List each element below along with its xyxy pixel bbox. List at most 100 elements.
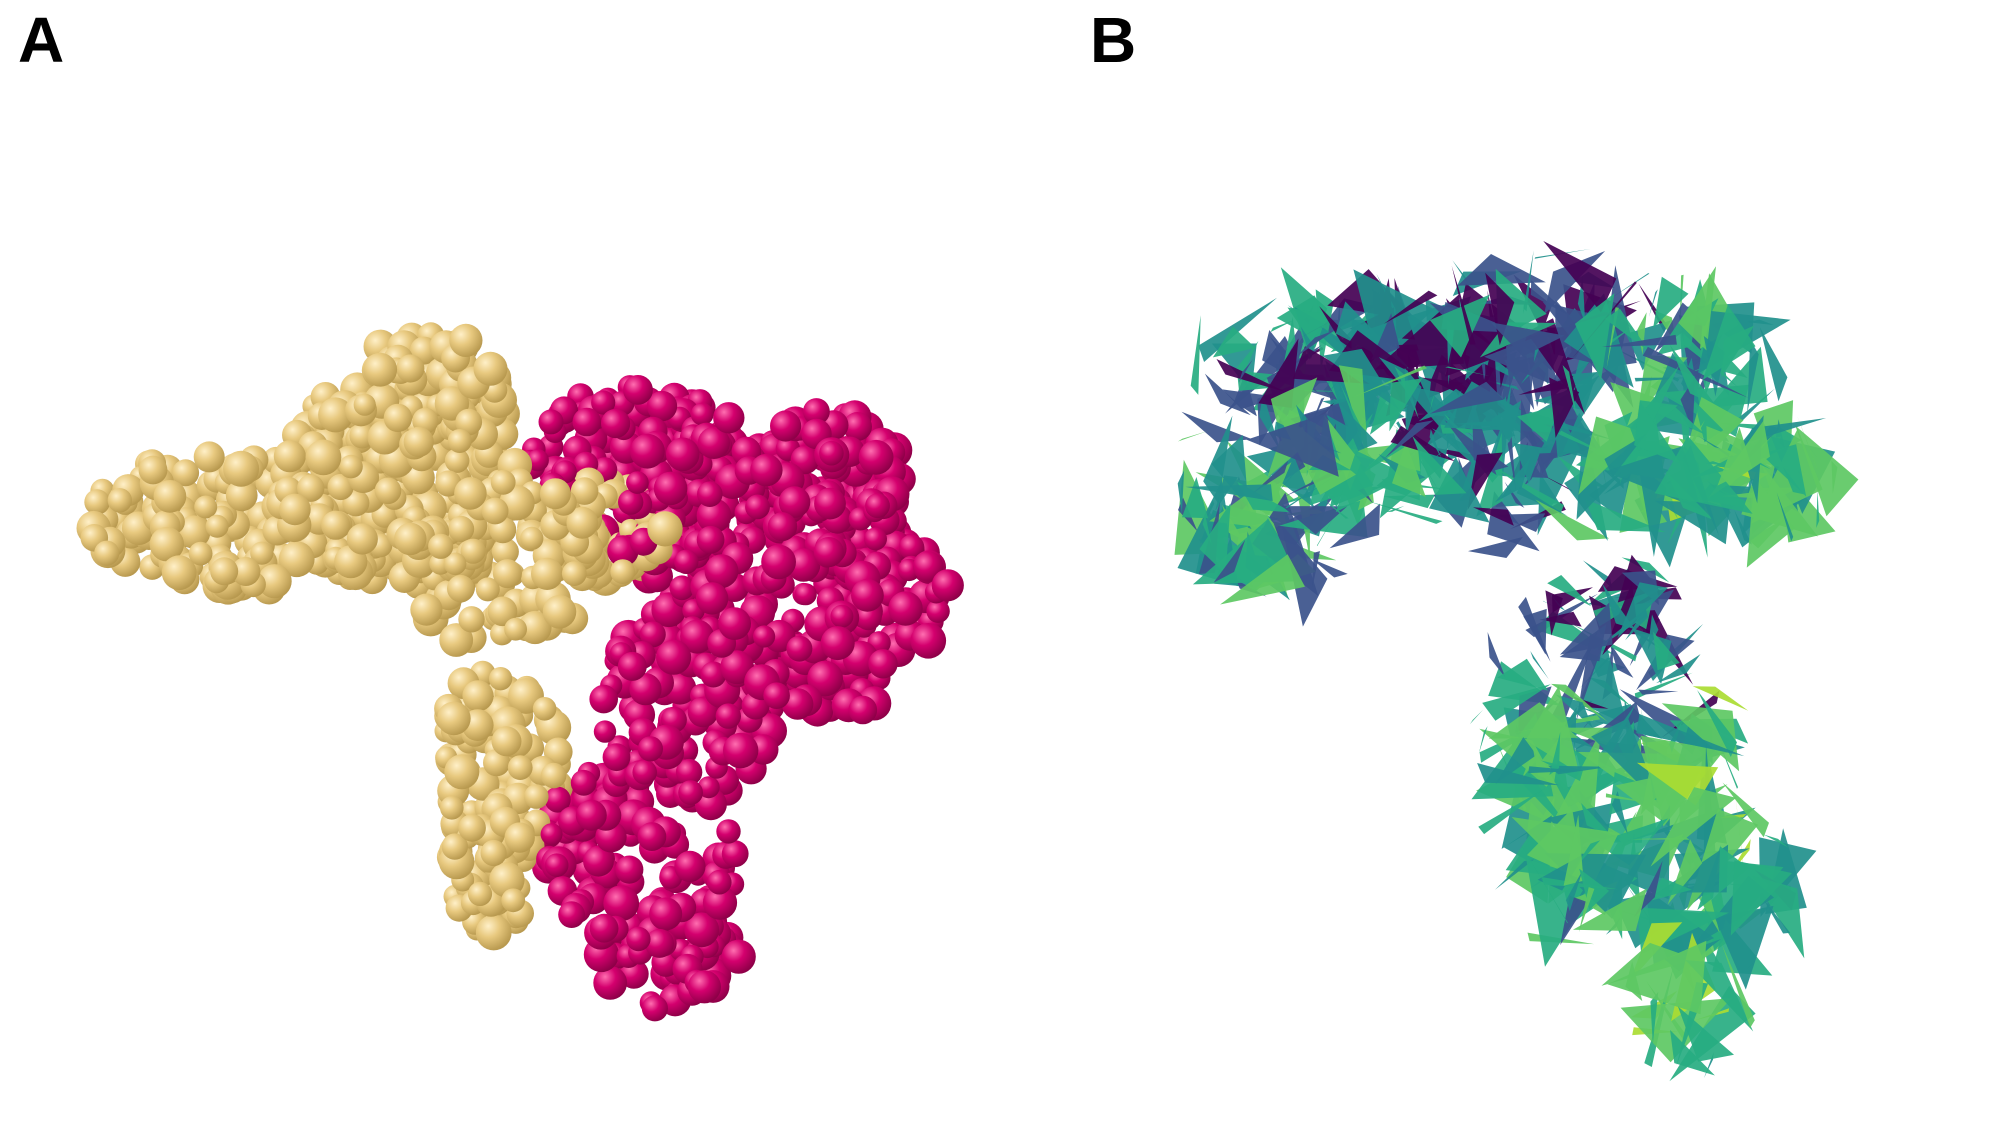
mesh-triangle [1549,732,1561,775]
mesh-triangle [1629,922,1683,982]
mesh-triangle [1535,499,1610,541]
mesh-triangle [1523,608,1547,655]
mesh-triangle [1617,582,1668,639]
mesh-triangle [1625,608,1649,641]
mesh-triangle [1445,366,1490,376]
mesh-triangle [1685,960,1754,1032]
chain-1-atom [339,454,363,479]
chain-2-atom [656,639,692,675]
mesh-triangle [1730,860,1792,936]
chain-1-atom [443,552,467,576]
chain-1-atom [610,559,636,584]
chain-2-atom [718,607,751,640]
chain-2-atom [623,375,653,405]
mesh-triangle [1429,294,1490,358]
mesh-triangle [1677,1006,1734,1062]
chain-2-atom [558,901,585,928]
chain-2-atom [697,481,723,508]
chain-2-atom [913,551,944,582]
mesh-triangle [1547,575,1592,607]
mesh-triangle [1795,425,1859,517]
chain-1-atom [403,426,434,457]
mesh-triangle [1311,558,1348,578]
mesh-triangle [1282,506,1348,535]
chain-1-atom [161,555,197,591]
mesh-triangle [1759,327,1788,402]
chain-2-atom [813,537,844,568]
chain-2-atom [540,823,563,846]
chain-1-atom [507,755,533,780]
chain-2-atom [687,970,722,1004]
mesh-triangle [1634,377,1693,382]
mesh-triangle [1650,991,1659,1045]
chain-1-atom [225,479,258,512]
mesh-triangle [1552,587,1593,613]
chain-2-atom [695,582,729,615]
mesh-triangle [1451,265,1476,345]
chain-1-atom [448,515,475,543]
chain-1-atom [491,726,522,757]
mesh-triangle [1203,415,1233,504]
chain-2-atom [761,544,796,580]
chain-1-atom [475,914,512,951]
chain-1-atom [489,862,525,898]
mesh-triangle [1601,942,1697,986]
chain-2-atom [750,453,783,487]
chain-1-atom [439,623,474,657]
chain-2-atom [820,626,855,661]
chain-2-atom [544,786,571,813]
chain-1-atom [480,839,507,867]
chain-2-atom [700,661,727,688]
chain-2-atom [830,604,854,628]
chain-2-atom [696,525,725,554]
mesh-triangle [1516,686,1552,786]
mesh-triangle [1562,365,1578,419]
chain-2-atom [665,437,700,472]
chain-1-atom [444,754,480,790]
mesh-triangle [1541,877,1619,890]
mesh-triangle [1507,436,1516,492]
chain-1-atom [177,515,211,549]
mesh-triangle [1634,672,1693,700]
mesh-triangle [1757,410,1760,412]
chain-2-atom [707,869,732,895]
chain-2-atom [704,554,739,588]
chain-2-atom [868,649,898,679]
mesh-triangle [1602,334,1677,347]
chain-2-atom [602,743,631,772]
mesh-triangle [1430,431,1469,462]
chain-1-atom [257,564,292,599]
chain-2-atom [570,769,597,796]
mesh-triangle [1321,497,1349,519]
mesh-triangle [1721,943,1755,1028]
chain-1-atom [396,354,425,383]
chain-2-atom [538,409,564,435]
chain-2-atom [931,569,964,602]
chain-2-atom [601,408,631,439]
mesh-triangle [1604,308,1650,352]
mesh-triangle [1645,877,1692,903]
chain-2-atom [675,758,703,786]
chain-1-atom [279,493,311,526]
chain-2-atom [814,487,846,520]
panel-a-protein-spacefill [76,322,964,1022]
mesh-triangle [1182,477,1209,519]
chain-1-atom [532,697,557,721]
mesh-triangle [1482,684,1551,721]
chain-1-atom [194,495,218,519]
chain-1-atom [210,557,239,586]
chain-2-atom [593,720,617,743]
chain-2-atom [678,780,703,805]
mesh-triangle [1222,504,1244,540]
chain-2-atom [637,822,667,851]
chain-2-atom [767,512,797,542]
panel-b-label: B [1090,4,1137,76]
mesh-triangle [1477,763,1560,786]
chain-2-atom [641,995,669,1022]
surface-mesh-render [1174,241,1859,1082]
chain-2-atom [715,703,741,729]
mesh-triangle [1640,756,1671,815]
mesh-triangle [1190,315,1201,395]
chain-1-atom [462,680,494,712]
chain-2-atom [848,695,878,725]
